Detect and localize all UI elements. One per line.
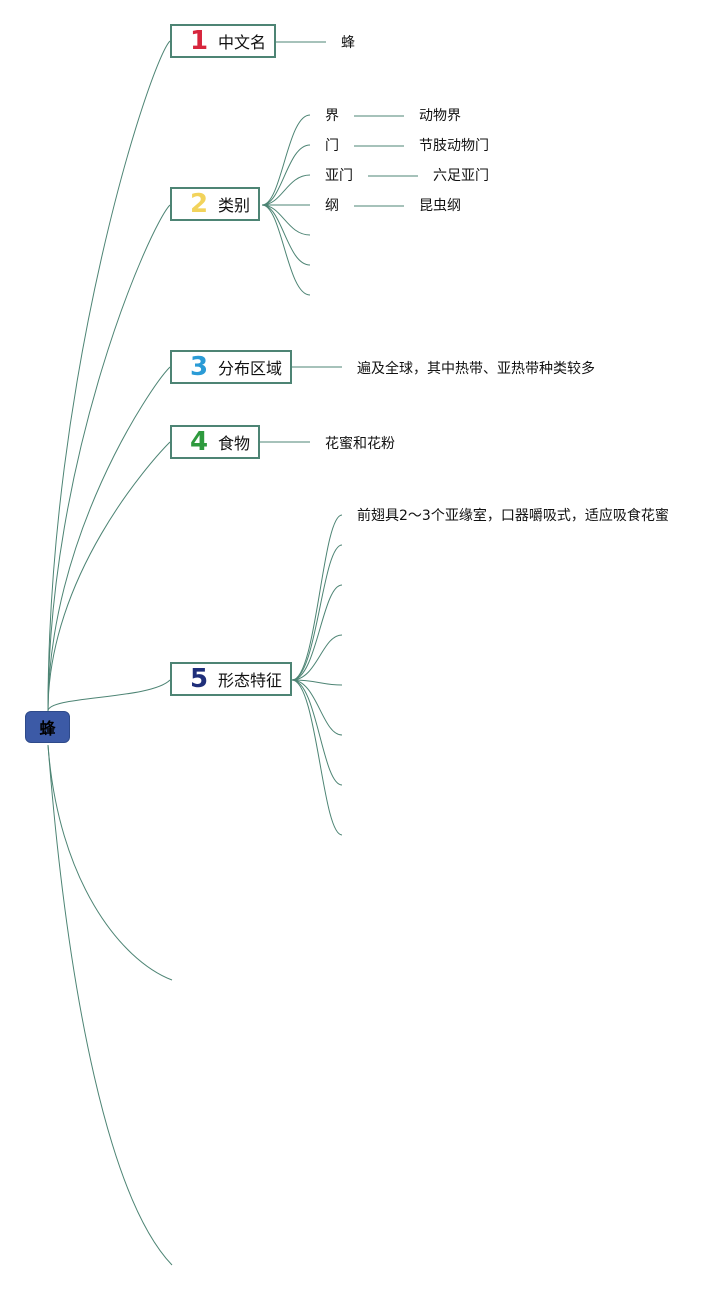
topic-label: 分布区域 (218, 359, 283, 378)
sub-branch-line (261, 174, 311, 206)
topic-label: 食物 (218, 434, 251, 453)
sub-branch-line (291, 584, 343, 681)
branch-line-4 (47, 441, 171, 712)
leaf-food[interactable]: 花蜜和花粉 (325, 436, 395, 452)
sub-branch-line (291, 544, 343, 681)
topic-label: 形态特征 (218, 671, 283, 690)
sub-branch-line (291, 679, 343, 786)
sub-branch-line (261, 114, 311, 206)
topic-number-5: 5 (190, 664, 209, 694)
topic-label: 类别 (218, 196, 251, 215)
branch-line-empty (47, 744, 173, 1266)
topic-number-2: 2 (190, 189, 209, 219)
leaf-distribution[interactable]: 遍及全球，其中热带、亚热带种类较多 (357, 361, 595, 377)
sub-branch-line (291, 514, 343, 681)
topic-distribution[interactable]: 3 分布区域 (170, 350, 292, 384)
topic-number-3: 3 (190, 352, 209, 382)
branch-line-2 (47, 204, 171, 712)
branch-line-1 (47, 40, 171, 712)
sub-branch-line (261, 144, 311, 206)
sub-branch-line (291, 679, 343, 686)
topic-number-4: 4 (190, 427, 209, 457)
topic-number-1: 1 (190, 26, 209, 56)
class-key-class[interactable]: 纲 (325, 198, 339, 214)
topic-label: 中文名 (218, 33, 267, 52)
class-key-phylum[interactable]: 门 (325, 138, 339, 154)
sub-branch-line (291, 679, 343, 836)
class-key-kingdom[interactable]: 界 (325, 108, 339, 124)
class-value-class[interactable]: 昆虫纲 (419, 198, 461, 214)
leaf-chinese-name[interactable]: 蜂 (341, 35, 355, 51)
topic-classification[interactable]: 2 类别 (170, 187, 260, 221)
sub-branch-line (291, 634, 343, 681)
branch-line-3 (47, 366, 171, 712)
sub-branch-line (261, 204, 311, 236)
class-value-phylum[interactable]: 节肢动物门 (419, 138, 489, 154)
class-value-subphylum[interactable]: 六足亚门 (433, 168, 489, 184)
topic-morphology[interactable]: 5 形态特征 (170, 662, 292, 696)
branch-line-5 (47, 679, 171, 712)
topic-food[interactable]: 4 食物 (170, 425, 260, 459)
sub-branch-line (261, 204, 311, 266)
topic-chinese-name[interactable]: 1 中文名 (170, 24, 276, 58)
branch-line-empty (47, 744, 173, 981)
class-value-kingdom[interactable]: 动物界 (419, 108, 461, 124)
sub-branch-line (291, 679, 343, 736)
root-node[interactable]: 蜂 (25, 711, 70, 743)
root-label: 蜂 (39, 719, 56, 738)
class-key-subphylum[interactable]: 亚门 (325, 168, 353, 184)
sub-branch-line (261, 204, 311, 296)
leaf-morphology[interactable]: 前翅具2～3个亚缘室，口器嚼吸式，适应吸食花蜜 (357, 508, 669, 524)
